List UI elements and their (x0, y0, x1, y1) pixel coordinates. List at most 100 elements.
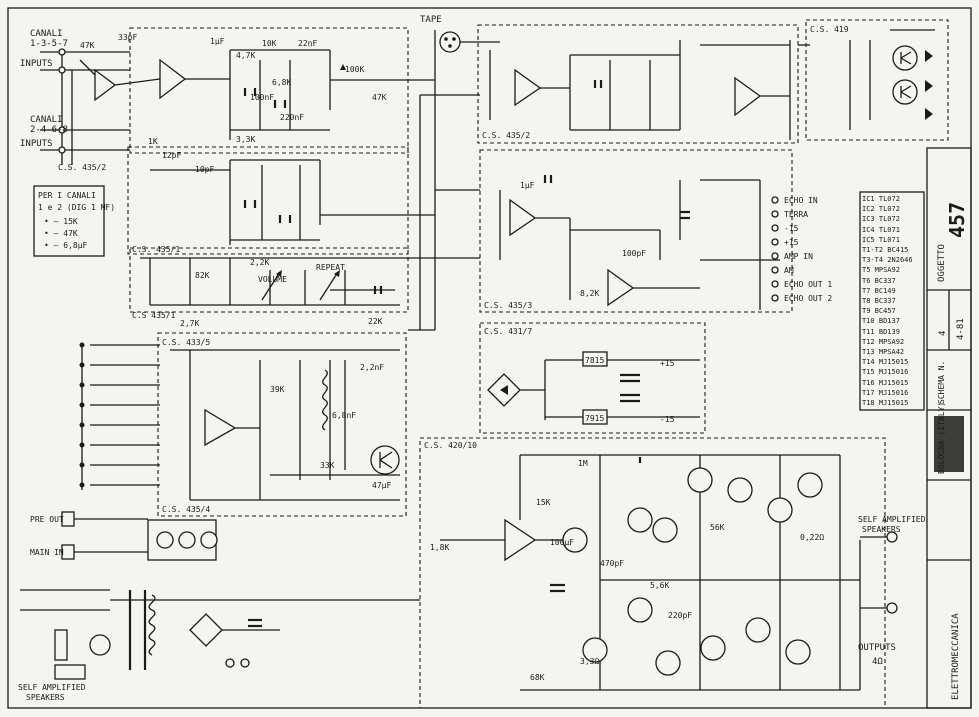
comp-label: 220pF (668, 611, 692, 620)
input-wiring (40, 48, 130, 165)
parts-table-row: T9 BC457 (862, 306, 924, 316)
parts-table-part: BC457 (874, 307, 896, 316)
comp-label: 1,8K (430, 543, 449, 552)
board-2-circuit (150, 159, 408, 245)
parts-table-part: MPSA42 (878, 348, 905, 357)
parts-table-row: T14 MJ15015 (862, 357, 924, 367)
comp-label: 47K (372, 93, 387, 102)
inputs-label-2: INPUTS (20, 139, 53, 149)
board-1-circuit (79, 49, 408, 140)
board-outline-1 (129, 27, 409, 154)
parts-table-row: IC2 TL072 (862, 204, 924, 214)
title-company: ELETTROMECCANICA (951, 613, 961, 700)
comp-label: 12pF (162, 151, 181, 160)
comp-label: 0,22Ω (800, 533, 824, 542)
parts-table-ref: T12 (862, 337, 879, 346)
parts-table-ref: T7 (862, 286, 875, 295)
board-label-1: C.S. 435/2 (58, 163, 106, 172)
comp-label: 2,2nF (360, 363, 384, 372)
title-sheet: 4 (938, 331, 948, 336)
parts-table-ref: T1-T2 (862, 246, 888, 255)
parts-table-part: BC337 (874, 276, 896, 285)
board-outline-7 (157, 332, 407, 517)
comp-label: 22K (368, 317, 383, 326)
comp-label: 6,8K (272, 78, 291, 87)
inputs-canali-1: CANALI (30, 29, 63, 39)
comp-label: 47K (80, 41, 95, 50)
comp-label: 1M (578, 459, 588, 468)
connector-labels: ECHO IN TERRA -15 +15 AMP IN AM ECHO OUT… (784, 196, 832, 303)
parts-table-ref: T3-T4 (862, 256, 888, 265)
parts-table-ref: T16 (862, 378, 879, 387)
parts-table-part: BC415 (887, 246, 909, 255)
connector-echo-out-1: ECHO OUT 1 (784, 280, 832, 289)
comp-label: 100pF (622, 249, 646, 258)
rail-pos: +15 (660, 359, 675, 368)
parts-table-row: T12 MPSA92 (862, 337, 924, 347)
parts-table-ref: T11 (862, 327, 879, 336)
comp-label: 4,7K (236, 51, 255, 60)
rail-neg: -15 (660, 415, 675, 424)
repeat-label: REPEAT (316, 263, 345, 272)
comp-label: 56K (710, 523, 725, 532)
comp-label: 10K (262, 39, 277, 48)
board-outline-8 (479, 322, 706, 434)
connector-amp-in: AMP IN (784, 252, 813, 261)
outputs-label: OUTPUTS (858, 643, 896, 653)
board-10-circuit (798, 29, 935, 130)
parts-table-row: T10 BD137 (862, 316, 924, 326)
comp-label: 2,2K (250, 258, 269, 267)
board-4-circuit (489, 40, 791, 140)
comp-label: 3,3Ω (580, 657, 599, 666)
parts-table-row: T15 MJ15016 (862, 367, 924, 377)
title-oggetto: OGGETTO (937, 244, 947, 282)
parts-table-row: T18 MJ15015 (862, 398, 924, 408)
board-outline-5 (479, 149, 793, 313)
parts-table-part: BC337 (874, 297, 896, 306)
comp-label: 100K (345, 65, 364, 74)
connector-echo-out-2: ECHO OUT 2 (784, 294, 832, 303)
parts-table-part: MJ15015 (878, 358, 909, 367)
comp-label: 220nF (280, 113, 304, 122)
comp-label: 33K (320, 461, 335, 470)
comp-label: 470pF (600, 559, 624, 568)
volume-label: VOLUME (258, 275, 287, 284)
parts-table-row: T16 MJ15015 (862, 378, 924, 388)
parts-table-ref: T8 (862, 297, 875, 306)
board-outline-3 (129, 247, 409, 313)
parts-table-part: TL072 (878, 205, 900, 214)
title-block (926, 147, 972, 709)
comp-label: 10pF (195, 165, 214, 174)
parts-table-part: TL072 (878, 195, 900, 203)
parts-table-row: T3-T4 2N2646 (862, 255, 924, 265)
parts-table-part: MJ15015 (878, 399, 909, 408)
parts-table-row: T6 BC337 (862, 276, 924, 286)
board-label-10: C.S. 419 (810, 25, 849, 34)
main-in-label: MAIN IN (30, 548, 64, 557)
connector-echo-in: ECHO IN (784, 196, 818, 205)
parts-table-ref: T5 (862, 266, 875, 275)
parts-table-row: T17 MJ15016 (862, 388, 924, 398)
board-label-8: C.S. 431/7 (484, 327, 532, 336)
parts-table-part: MJ15015 (878, 378, 909, 387)
comp-label: 100nF (250, 93, 274, 102)
parts-table-part: TL071 (878, 225, 900, 234)
board-label-9: C.S. 420/10 (424, 441, 477, 450)
board-label-7b: C.S. 435/4 (162, 505, 210, 514)
parts-table-frame (859, 191, 925, 411)
parts-table-row: T5 MPSA92 (862, 265, 924, 275)
parts-table-row: T1-T2 BC415 (862, 245, 924, 255)
parts-table-part: TL072 (878, 215, 900, 224)
per-canali-box (33, 185, 105, 257)
parts-table-row: IC1 TL072 (862, 194, 924, 204)
parts-table-part: MPSA92 (874, 266, 900, 275)
pre-out-label: PRE OUT (30, 515, 64, 524)
title-sheet-label: SCHEMA N. (937, 361, 946, 404)
comp-label: 2,7K (180, 319, 199, 328)
board-3-circuit (140, 257, 400, 306)
per-canali-line5: • – 6,8µF (44, 241, 88, 250)
component-labels: 47K 33pF 1µF 10K 4,7K 100nF 22nF 6,8K 22… (80, 33, 824, 682)
parts-table-ref: T15 (862, 368, 879, 377)
title-date: 4-81 (956, 318, 966, 340)
parts-table-ref: IC5 (862, 235, 879, 244)
